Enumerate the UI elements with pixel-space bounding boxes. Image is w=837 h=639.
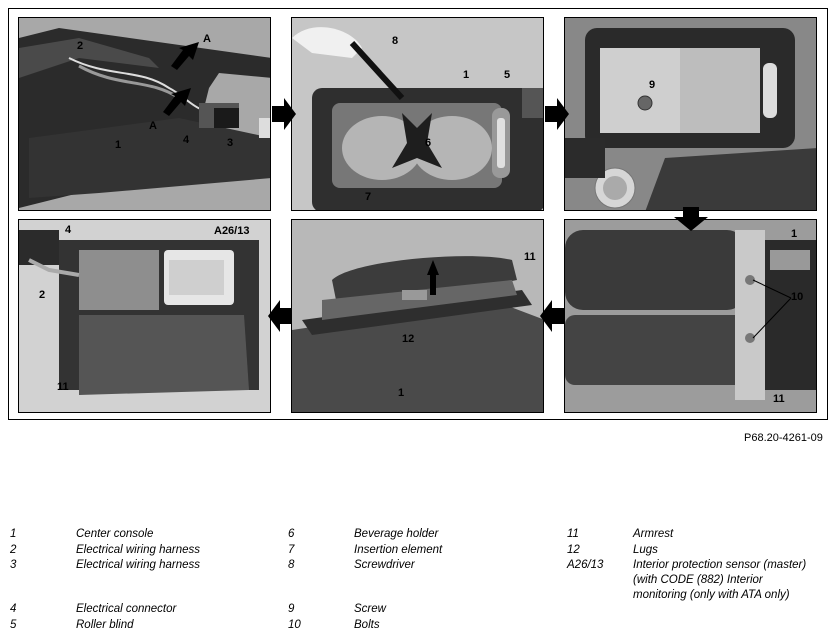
callout-10: 10 <box>791 291 804 303</box>
callout-6: 6 <box>425 137 432 149</box>
legend-text-a26-13-line-1: Interior protection sensor (master) <box>633 559 807 571</box>
leader-lines-10 <box>752 279 792 339</box>
callout-7: 7 <box>365 191 372 203</box>
callout-4: 4 <box>65 224 72 236</box>
flow-arrow-right-1 <box>272 98 296 130</box>
legend-text-a26-13-line-3: monitoring (only with ATA only) <box>633 589 790 601</box>
photo-center-console-wiring <box>19 18 270 210</box>
callout-12: 12 <box>402 333 415 345</box>
panel-step-3: 9 <box>564 17 817 211</box>
callout-2: 2 <box>77 40 84 52</box>
callout-11: 11 <box>773 393 785 405</box>
panel-step-1: A 2 A 4 3 1 <box>18 17 271 211</box>
arrow-a-lower <box>163 88 191 116</box>
photo-armrest-removed <box>292 220 543 412</box>
panel-step-6: 4 A26/13 2 11 <box>18 219 271 413</box>
callout-5: 5 <box>504 69 511 81</box>
legend-text-a26-13-line-2: (with CODE (882) Interior <box>633 574 763 586</box>
flow-arrow-down <box>674 207 708 231</box>
callout-a-lower: A <box>149 120 157 132</box>
callout-1: 1 <box>115 139 122 151</box>
panel-step-4: 1 10 11 <box>564 219 817 413</box>
flow-arrow-right-2 <box>545 98 569 130</box>
callout-1: 1 <box>791 228 798 240</box>
photo-storage-compartment-screw <box>565 18 816 210</box>
callout-1: 1 <box>463 69 470 81</box>
callout-11: 11 <box>524 251 536 263</box>
callout-a26-13: A26/13 <box>214 225 250 237</box>
callout-8: 8 <box>392 35 399 47</box>
flow-arrow-left-2 <box>268 300 292 332</box>
panel-step-2: 8 1 5 6 7 <box>291 17 544 211</box>
figure-code: P68.20-4261-09 <box>744 432 823 444</box>
callout-2: 2 <box>39 289 46 301</box>
callout-1: 1 <box>398 387 405 399</box>
photo-interior-protection-sensor <box>19 220 270 412</box>
arrow-a-upper <box>171 42 199 70</box>
callout-3: 3 <box>227 137 234 149</box>
photo-beverage-holder <box>292 18 543 210</box>
callout-9: 9 <box>649 79 656 91</box>
flow-arrow-left-1 <box>540 300 564 332</box>
callout-a-upper: A <box>203 33 211 45</box>
callout-11: 11 <box>57 381 69 393</box>
photo-armrest-bolts <box>565 220 816 412</box>
callout-4: 4 <box>183 134 190 146</box>
panel-step-5: 11 12 1 <box>291 219 544 413</box>
